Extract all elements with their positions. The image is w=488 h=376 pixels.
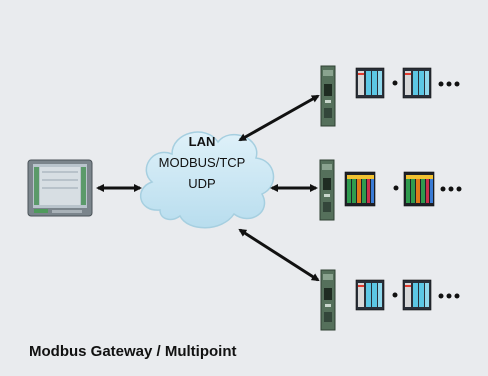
protocol-label: MODBUS/TCP xyxy=(158,155,246,170)
gateway-icon xyxy=(319,159,335,221)
cloud-label: LAN MODBUS/TCP UDP xyxy=(138,131,266,194)
ellipsis-icon xyxy=(440,186,462,192)
io-rack-icon xyxy=(402,67,432,99)
gateway-icon xyxy=(320,269,336,331)
diagram-caption: Modbus Gateway / Multipoint xyxy=(29,343,237,360)
separator-dot xyxy=(392,292,398,298)
io-rack-icon xyxy=(355,67,385,99)
hmi-panel-icon xyxy=(27,159,93,217)
ellipsis-icon xyxy=(438,293,460,299)
lan-label: LAN xyxy=(188,134,216,149)
io-rack-icon xyxy=(403,171,435,207)
ellipsis-icon xyxy=(438,81,460,87)
cloud-icon xyxy=(139,131,275,229)
separator-dot xyxy=(393,185,399,191)
io-rack-icon xyxy=(402,279,432,311)
gateway-icon xyxy=(320,65,336,127)
transport-label: UDP xyxy=(188,176,216,191)
io-rack-icon xyxy=(355,279,385,311)
io-rack-icon xyxy=(344,171,376,207)
separator-dot xyxy=(392,80,398,86)
arrow-lan-gateway-1 xyxy=(238,94,320,142)
arrow-lan-gateway-3 xyxy=(238,228,320,282)
